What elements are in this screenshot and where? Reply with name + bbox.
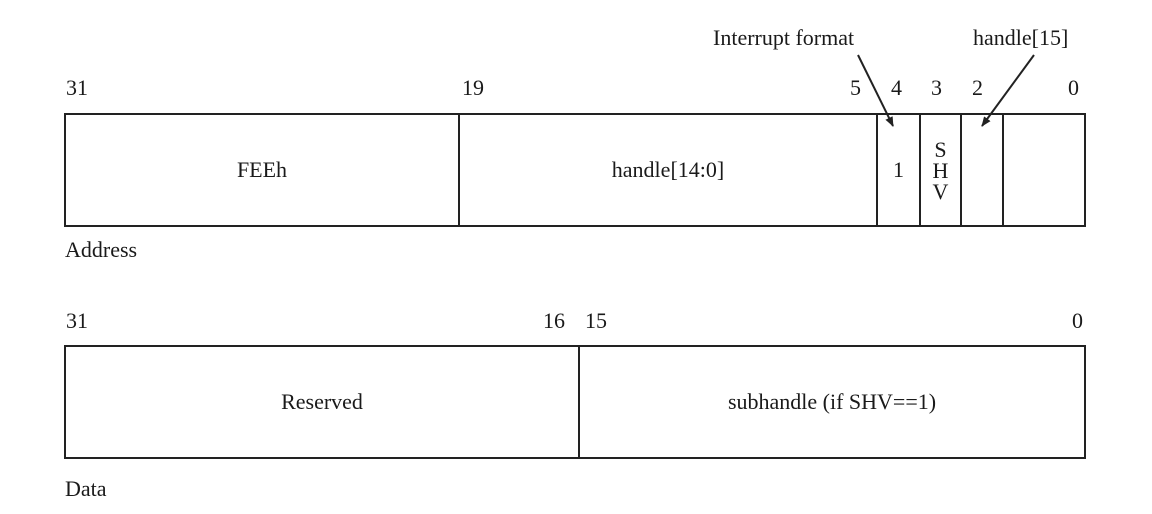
addr-bit-4: 4 [891, 75, 902, 100]
data-caption: Data [65, 476, 107, 501]
shv-s: S [934, 136, 947, 162]
addr-bit-2: 2 [972, 75, 983, 100]
shv-v: V [932, 178, 949, 204]
data-bit-15: 15 [585, 308, 607, 333]
addr-bit-5: 5 [850, 75, 861, 100]
addr-bit-31: 31 [66, 75, 88, 100]
interrupt-format-arrow [857, 54, 894, 127]
field-shv: S H V [921, 115, 962, 225]
addr-bit-3: 3 [931, 75, 942, 100]
interrupt-format-label: Interrupt format [713, 25, 855, 50]
addr-bit-0: 0 [1068, 75, 1079, 100]
data-register: Reserved subhandle (if SHV==1) [64, 345, 1086, 459]
data-bit-31: 31 [66, 308, 88, 333]
field-handle15-bit [962, 115, 1004, 225]
address-caption: Address [65, 237, 138, 262]
handle15-arrow [981, 54, 1035, 127]
data-bit-0: 0 [1072, 308, 1083, 333]
data-bit-16: 16 [543, 308, 565, 333]
field-feeh: FEEh [66, 115, 460, 225]
field-interrupt-format-bit: 1 [878, 115, 921, 225]
shv-h: H [932, 157, 949, 183]
address-register: FEEh handle[14:0] 1 S H V [64, 113, 1086, 227]
addr-bit-19: 19 [462, 75, 484, 100]
field-subhandle: subhandle (if SHV==1) [727, 389, 937, 414]
field-handle-14-0: handle[14:0] [460, 115, 878, 225]
field-reserved: Reserved [66, 347, 580, 457]
handle15-label: handle[15] [973, 25, 1069, 50]
